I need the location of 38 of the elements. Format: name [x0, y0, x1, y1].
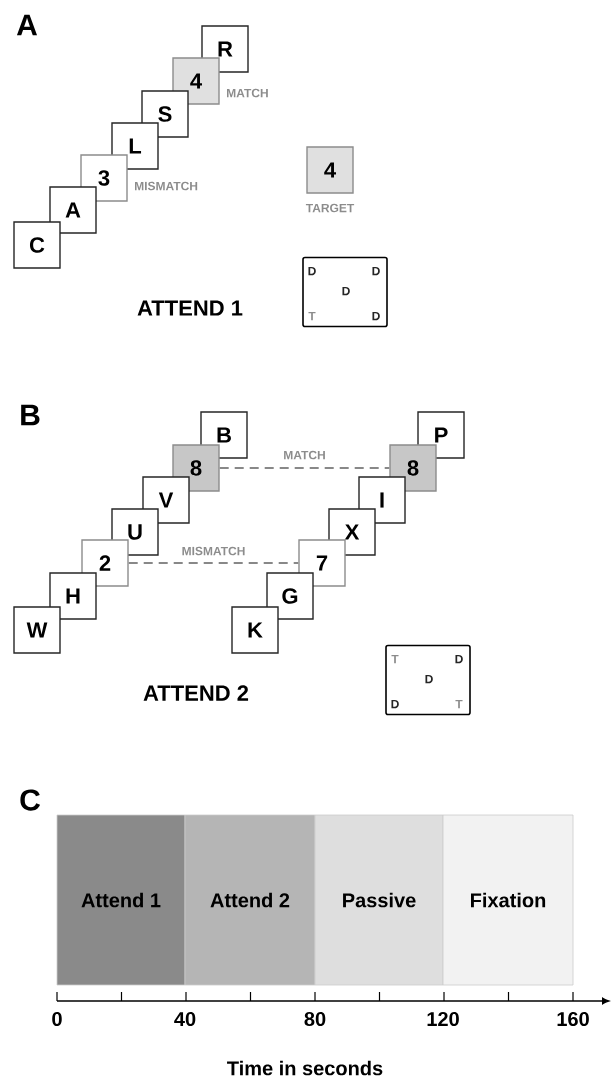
letter-card: A: [49, 186, 97, 234]
letter-card: 4: [172, 57, 220, 105]
dashed-connector: [218, 467, 391, 469]
letter-card: W: [13, 606, 61, 654]
panel-letter: A: [16, 14, 38, 36]
letter-card: L: [111, 122, 159, 170]
display-screen: D D D T D: [302, 256, 388, 328]
letter-card: V: [142, 476, 190, 524]
edge-label: MISMATCH: [180, 545, 247, 557]
condition-block: Fixation: [442, 814, 574, 986]
axis-title: Time in seconds: [227, 1060, 383, 1076]
display-screen: T D D D T: [385, 644, 471, 716]
tick-label: 120: [427, 1011, 459, 1027]
condition-title: ATTEND 2: [143, 685, 249, 701]
letter-card: 7: [298, 539, 346, 587]
letter-card: 3: [80, 154, 128, 202]
panel-letter: C: [20, 789, 40, 811]
card-caption: TARGET: [305, 203, 355, 213]
letter-card: C: [13, 221, 61, 269]
letter-card: 8: [389, 444, 437, 492]
condition-block: Passive: [314, 814, 444, 986]
letter-card: 4: [306, 146, 354, 194]
letter-card: K: [231, 606, 279, 654]
letter-card: 2: [81, 539, 129, 587]
dashed-connector: [127, 562, 300, 564]
tick-label: 160: [557, 1011, 589, 1027]
condition-block: Attend 1: [56, 814, 186, 986]
condition-block: Attend 2: [184, 814, 316, 986]
tick-label: 40: [174, 1011, 196, 1027]
card-caption: MATCH: [227, 88, 268, 98]
letter-card: G: [266, 572, 314, 620]
card-caption: MISMATCH: [135, 181, 198, 191]
condition-title: ATTEND 1: [137, 300, 243, 316]
edge-label: MATCH: [282, 449, 327, 461]
panel-letter: B: [21, 404, 40, 426]
letter-card: H: [49, 572, 97, 620]
tick-label: 80: [304, 1011, 326, 1027]
tick-label: 0: [52, 1011, 62, 1027]
